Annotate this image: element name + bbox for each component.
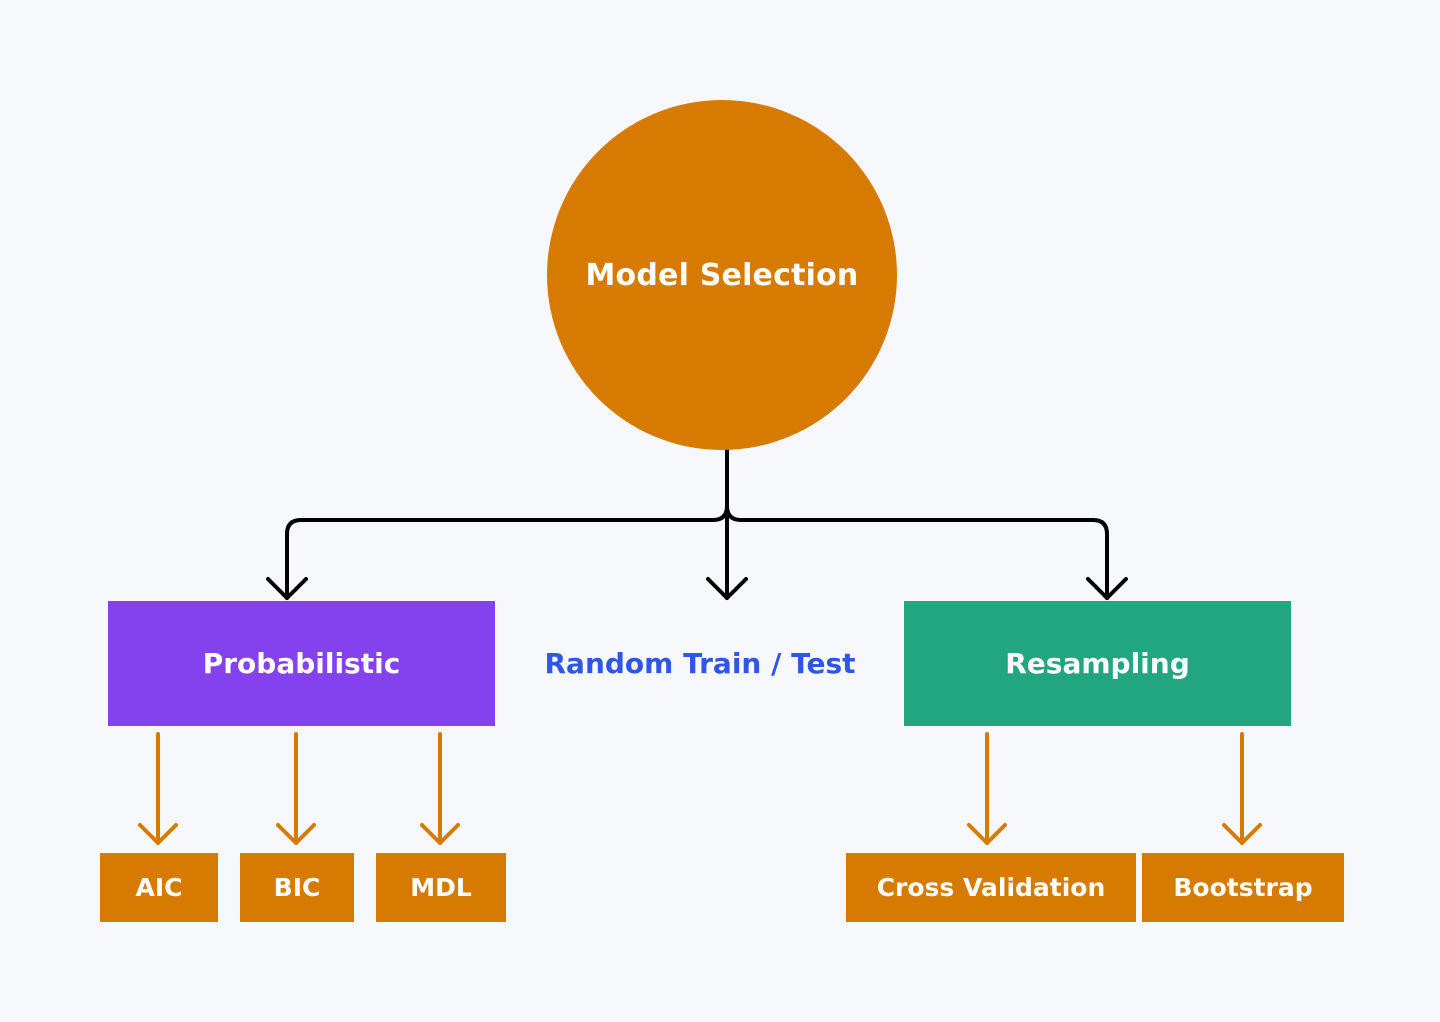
probabilistic-label: Probabilistic (202, 647, 401, 680)
bootstrap-node: Bootstrap (1142, 853, 1344, 922)
model-selection-label: Model Selection (585, 257, 859, 293)
resampling-node: Resampling (904, 601, 1291, 726)
bic-arrowhead (276, 823, 316, 845)
model-selection-node: Model Selection (547, 100, 897, 450)
bic-node: BIC (240, 853, 354, 922)
bic-label: BIC (273, 873, 321, 902)
random-arrowhead (706, 577, 748, 600)
probabilistic-node: Probabilistic (108, 601, 495, 726)
cross-validation-node: Cross Validation (846, 853, 1136, 922)
bootstrap-arrowhead (1222, 823, 1262, 845)
root-stem-connector (285, 448, 729, 600)
cross-validation-label: Cross Validation (876, 873, 1106, 902)
aic-node: AIC (100, 853, 218, 922)
random-train-test-label: Random Train / Test (544, 646, 856, 680)
cross-validation-arrowhead (967, 823, 1007, 845)
resampling-label: Resampling (1005, 647, 1190, 680)
resampling-arrowhead (1086, 577, 1128, 600)
mdl-label: MDL (410, 873, 472, 902)
right-connector (725, 504, 1109, 600)
mdl-node: MDL (376, 853, 506, 922)
probabilistic-arrowhead (266, 577, 308, 600)
bootstrap-label: Bootstrap (1173, 873, 1313, 902)
mdl-arrowhead (420, 823, 460, 845)
aic-arrowhead (138, 823, 178, 845)
aic-label: AIC (135, 873, 183, 902)
